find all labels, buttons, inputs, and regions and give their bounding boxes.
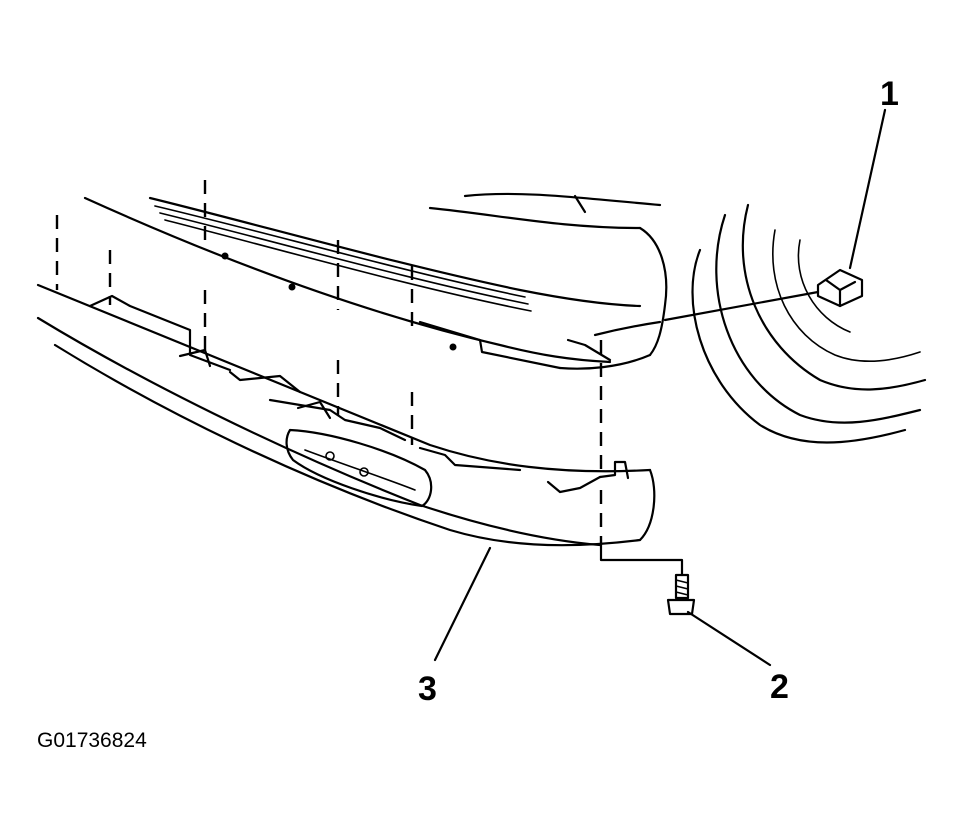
leader-line-1	[848, 108, 887, 270]
leader-line-3	[433, 546, 492, 662]
figure-id: G01736824	[37, 729, 147, 752]
callout-2: 2	[770, 668, 789, 706]
callout-3: 3	[418, 670, 437, 708]
wheel-arch	[691, 203, 927, 444]
fender-body	[428, 192, 668, 370]
leader-line-2	[686, 610, 772, 667]
lower-valance	[36, 283, 656, 547]
alignment-lines	[55, 180, 603, 545]
callout-1: 1	[880, 75, 899, 113]
bolt-leader-path	[599, 543, 684, 577]
clip-nut-icon	[663, 268, 864, 322]
upper-fascia	[83, 196, 642, 370]
bolt-icon	[666, 573, 696, 616]
